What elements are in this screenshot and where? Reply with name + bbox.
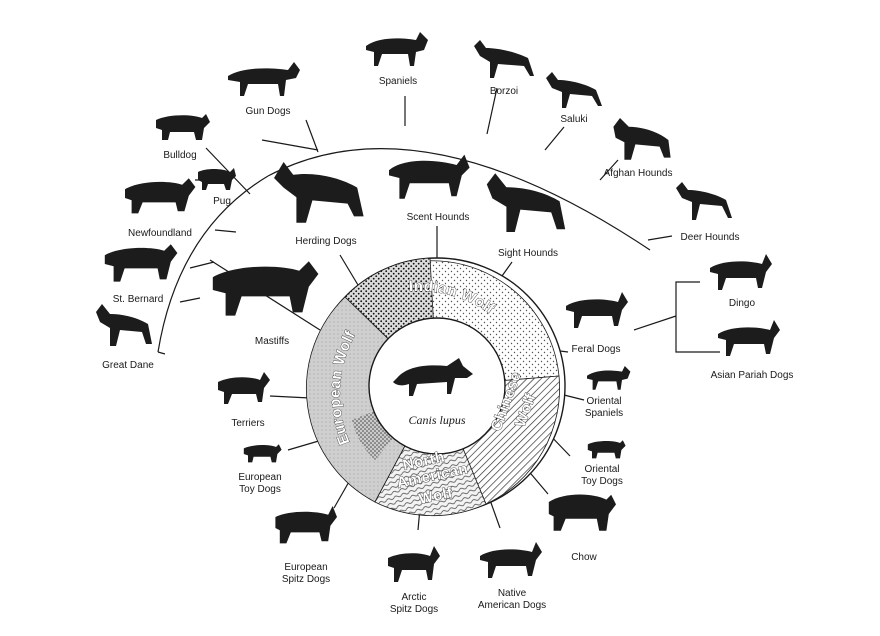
european-toy-dogs-icon	[243, 444, 282, 463]
bulldog-icon	[156, 114, 210, 140]
chow-icon	[548, 494, 616, 531]
label-oriental-toy-dogs-2: Toy Dogs	[581, 476, 623, 487]
newfoundland-icon	[125, 178, 196, 214]
saluki-icon	[546, 72, 602, 108]
label-great-dane: Great Dane	[102, 360, 154, 371]
label-european-spitz-dogs-2: Spitz Dogs	[282, 574, 330, 585]
label-newfoundland: Newfoundland	[128, 228, 192, 239]
label-european-toy-dogs-1: European	[238, 472, 281, 483]
asian-pariah-dogs-icon	[718, 320, 780, 356]
label-asian-pariah-dogs: Asian Pariah Dogs	[711, 370, 794, 381]
borzoi-icon	[474, 40, 534, 78]
center-label: Canis lupus	[408, 413, 465, 427]
oriental-toy-dogs-icon	[587, 440, 626, 459]
wolf-silhouette	[393, 358, 473, 396]
label-spaniels: Spaniels	[379, 76, 417, 87]
breed-labels: Gun Dogs Spaniels Borzoi Saluki Afghan H…	[102, 76, 793, 615]
native-american-dogs-icon	[480, 542, 542, 578]
label-oriental-toy-dogs-1: Oriental	[584, 464, 619, 475]
herding-dogs-icon	[274, 162, 364, 223]
arctic-spitz-dogs-icon	[388, 546, 440, 582]
label-bulldog: Bulldog	[163, 150, 196, 161]
mastiffs-icon	[212, 261, 319, 316]
label-pug: Pug	[213, 196, 231, 207]
label-st-bernard: St. Bernard	[113, 294, 164, 305]
label-native-american-dogs-1: Native	[498, 588, 527, 599]
label-deer-hounds: Deer Hounds	[681, 232, 740, 243]
label-arctic-spitz-dogs-1: Arctic	[402, 592, 427, 603]
deer-hounds-icon	[676, 182, 732, 220]
european-spitz-dogs-icon	[275, 506, 337, 544]
label-european-toy-dogs-2: Toy Dogs	[239, 484, 281, 495]
label-scent-hounds: Scent Hounds	[407, 212, 470, 223]
label-oriental-spaniels-2: Spaniels	[585, 408, 623, 419]
dingo-icon	[710, 254, 772, 290]
terriers-icon	[218, 372, 270, 404]
st-bernard-icon	[104, 244, 178, 282]
pug-icon	[198, 168, 236, 190]
label-sight-hounds: Sight Hounds	[498, 248, 558, 259]
gun-dogs-icon	[228, 62, 300, 96]
oriental-spaniels-icon	[587, 366, 631, 390]
dog-silhouettes	[96, 32, 780, 582]
label-borzoi: Borzoi	[490, 86, 518, 97]
label-gun-dogs: Gun Dogs	[245, 106, 290, 117]
label-mastiffs: Mastiffs	[255, 336, 289, 347]
sight-hounds-icon	[486, 173, 566, 232]
label-afghan-hounds: Afghan Hounds	[604, 168, 673, 179]
afghan-hounds-icon	[613, 118, 671, 160]
label-saluki: Saluki	[560, 114, 587, 125]
label-native-american-dogs-2: American Dogs	[478, 600, 546, 611]
spaniels-icon	[366, 32, 428, 66]
wolf-ring	[305, 257, 566, 517]
connector-lines	[157, 87, 720, 531]
label-herding-dogs: Herding Dogs	[295, 236, 356, 247]
scent-hounds-icon	[389, 154, 470, 199]
great-dane-icon	[96, 304, 152, 346]
label-arctic-spitz-dogs-2: Spitz Dogs	[390, 604, 438, 615]
label-chow: Chow	[571, 552, 597, 563]
label-feral-dogs: Feral Dogs	[572, 344, 621, 355]
label-dingo: Dingo	[729, 298, 756, 309]
feral-dogs-icon	[566, 292, 628, 328]
center-circle	[368, 317, 506, 455]
label-terriers: Terriers	[231, 418, 264, 429]
label-oriental-spaniels-1: Oriental	[586, 396, 621, 407]
label-european-spitz-dogs-1: European	[284, 562, 327, 573]
